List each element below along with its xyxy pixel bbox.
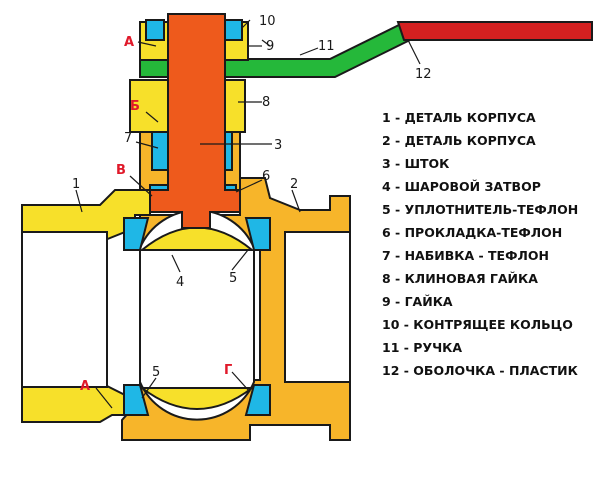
body-part-1	[21, 189, 151, 423]
legend-item-9: 9 - ГАЙКА	[382, 294, 453, 309]
label-1: 1	[72, 177, 80, 192]
handle-plastic-cover	[396, 21, 593, 41]
legend-item-4: 4 - ШАРОВОЙ ЗАТВОР	[382, 179, 541, 194]
label-10: 10	[259, 14, 276, 29]
label-2: 2	[290, 177, 298, 192]
locking-ring-10-left	[145, 19, 165, 41]
letter-a-bottom: А	[80, 379, 90, 394]
label-7: 7	[124, 131, 132, 146]
label-3: 3	[274, 138, 282, 153]
seal-5-bottom-right	[244, 384, 271, 416]
legend-item-1: 1 - ДЕТАЛЬ КОРПУСА	[382, 110, 536, 125]
seal-5-bottom-left	[123, 384, 150, 416]
label-5-top: 5	[229, 271, 237, 286]
legend-item-10: 10 - КОНТРЯЩЕЕ КОЛЬЦО	[382, 317, 573, 332]
letter-v: В	[116, 163, 126, 178]
label-8: 8	[262, 95, 270, 110]
locking-ring-10	[223, 19, 243, 41]
letter-a-top: А	[124, 35, 134, 50]
legend-item-2: 2 - ДЕТАЛЬ КОРПУСА	[382, 133, 536, 148]
legend-item-3: 3 - ШТОК	[382, 156, 450, 171]
label-6: 6	[262, 169, 270, 184]
legend-item-6: 6 - ПРОКЛАДКА-ТЕФЛОН	[382, 225, 562, 240]
label-11: 11	[318, 39, 335, 54]
right-bore	[284, 231, 351, 383]
legend-item-8: 8 - КЛИНОВАЯ ГАЙКА	[382, 271, 538, 286]
legend-item-5: 5 - УПЛОТНИТЕЛЬ-ТЕФЛОН	[382, 202, 578, 217]
label-5-bottom: 5	[152, 365, 160, 380]
teflon-seals	[123, 217, 271, 416]
letter-g: Г	[224, 363, 232, 378]
label-4: 4	[176, 275, 184, 290]
legend: 1 - ДЕТАЛЬ КОРПУСА 2 - ДЕТАЛЬ КОРПУСА 3 …	[382, 110, 579, 378]
left-bore	[21, 231, 108, 388]
ball-bottom-segment	[139, 387, 255, 410]
seal-5-top-left	[123, 217, 150, 251]
legend-item-7: 7 - НАБИВКА - ТЕФЛОН	[382, 248, 549, 263]
label-9: 9	[266, 39, 274, 54]
ball	[139, 209, 255, 421]
legend-item-11: 11 - РУЧКА	[382, 340, 462, 355]
seal-5-top-right	[244, 217, 271, 251]
leader-lines	[75, 19, 421, 409]
letter-b: Б	[130, 99, 140, 114]
label-12: 12	[415, 67, 432, 82]
legend-item-12: 12 - ОБОЛОЧКА - ПЛАСТИК	[382, 363, 579, 378]
stem	[149, 13, 241, 229]
handle	[139, 21, 593, 78]
